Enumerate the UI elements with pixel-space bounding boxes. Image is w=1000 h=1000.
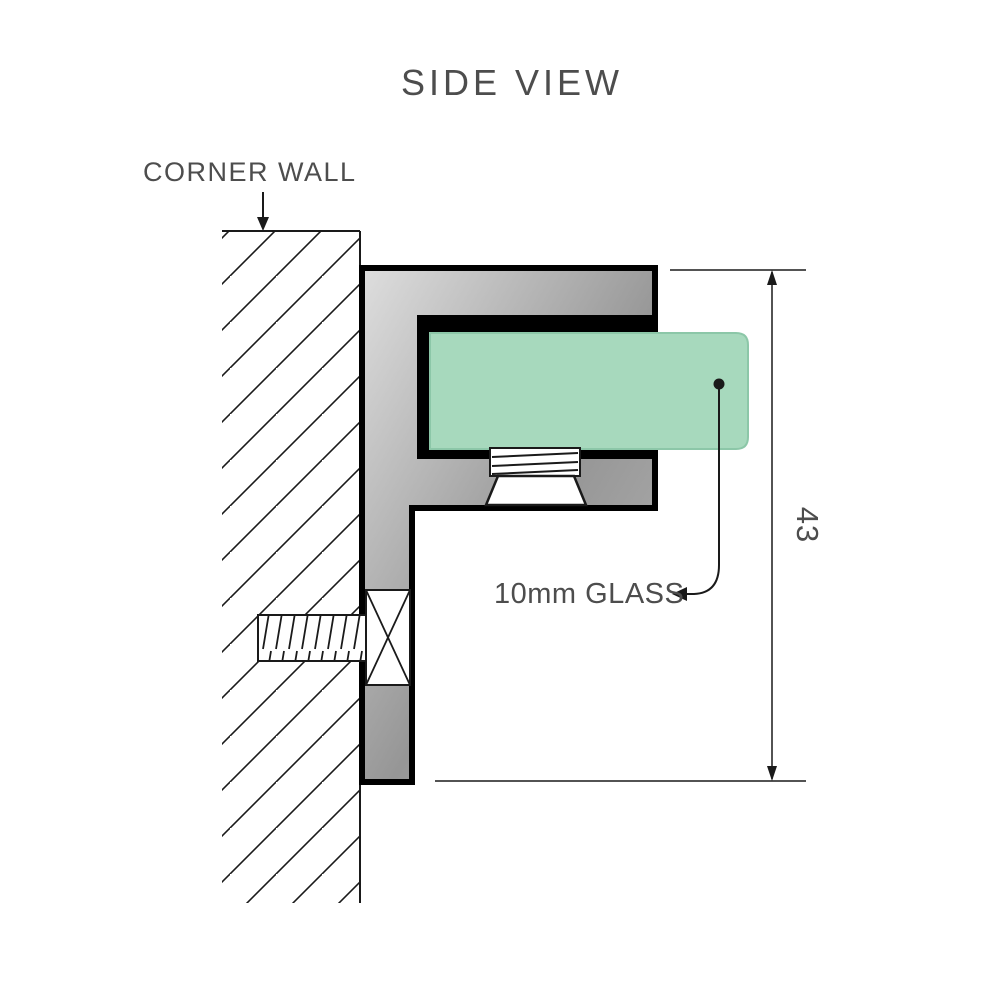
set-screw [484,447,588,507]
screw-head-cross-line [365,589,411,686]
diagram-title: SIDE VIEW [401,62,623,103]
glass-label: 10mm GLASS [494,578,684,610]
glass-panel [429,332,749,450]
wall-hatching [222,231,360,903]
set-screw-cone [484,474,588,507]
dimension-value: 43 [790,507,825,543]
glass-callout: 10mm GLASS [494,378,725,610]
mounting-screw [257,589,411,686]
screw-shaft-threads [257,614,369,662]
down-arrow-icon [257,217,269,231]
set-screw-thread-line [491,461,579,467]
glass-panel-group [429,332,749,450]
left-arrow-icon [672,587,687,601]
corner-wall-label: CORNER WALL [143,157,357,187]
corner-wall-section [222,230,361,903]
set-screw-thread-line [491,452,579,458]
leader-dot [713,378,725,390]
glass-leader-line [686,389,720,595]
dimension-43: 43 [435,269,825,782]
corner-wall-callout: CORNER WALL [143,157,357,231]
up-arrow-icon [767,270,777,285]
set-screw-thread-line [491,469,579,475]
down-arrow-icon [767,766,777,781]
